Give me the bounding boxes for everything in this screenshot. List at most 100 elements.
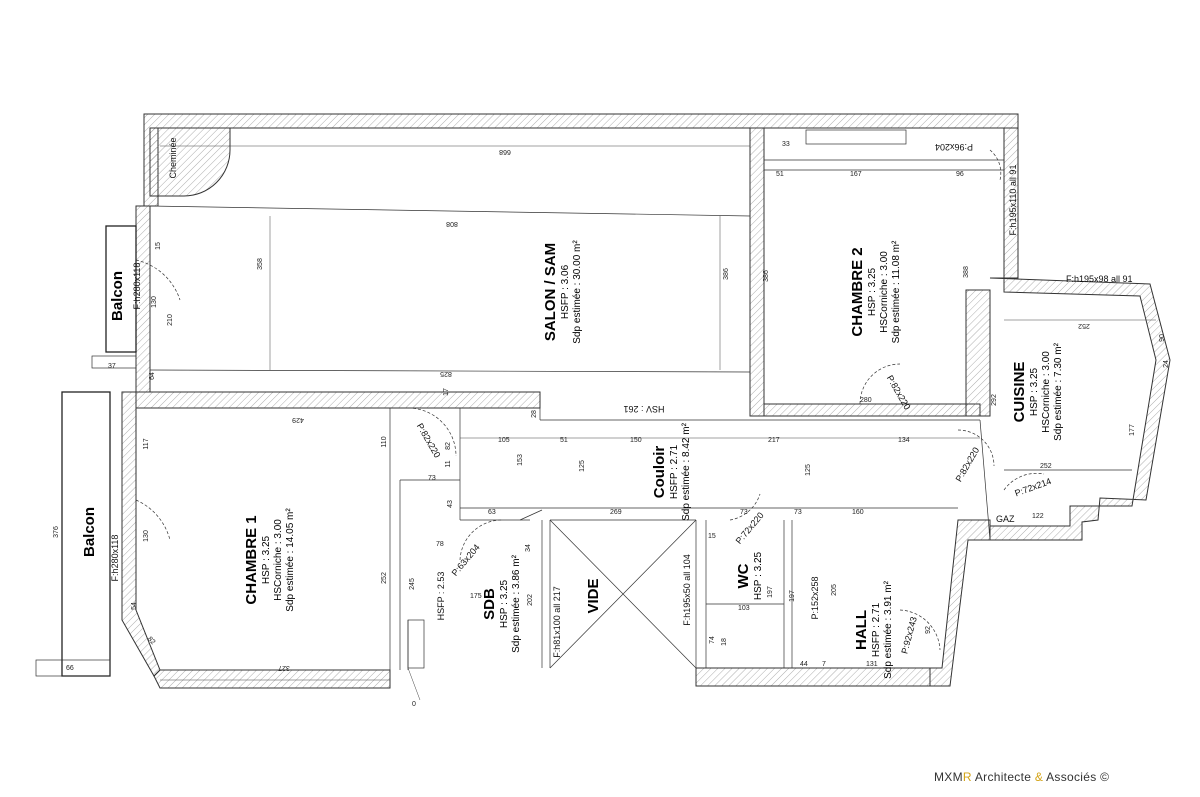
room-hsp: HSFP : 2.71 — [669, 444, 680, 499]
dim: 117 — [143, 438, 150, 449]
brand-signature: MXMR Architecte & Associés © — [934, 770, 1109, 784]
dim: 269 — [610, 509, 622, 516]
dim: 668 — [499, 148, 511, 155]
dim: 167 — [850, 171, 862, 178]
room-hsp: HSP : 3.25 — [1029, 367, 1040, 416]
balcony-bottom-label: Balcon — [81, 507, 98, 557]
room-name: SDB — [481, 588, 498, 620]
dim: 217 — [768, 437, 780, 444]
room-hsc: HSCorniche : 3.00 — [273, 519, 284, 601]
room-hsp: HSP : 3.25 — [753, 551, 764, 600]
window-cuisine: F:h195x98 all 91 — [1066, 274, 1133, 284]
dim: 18 — [721, 638, 728, 646]
balcony-bottom — [35, 391, 111, 677]
dim: 11 — [445, 460, 452, 467]
dim: 74 — [709, 636, 716, 644]
dim: 131 — [866, 661, 878, 668]
room-name: CHAMBRE 1 — [243, 515, 260, 604]
dim: 64 — [149, 372, 156, 380]
dim: 7 — [822, 661, 826, 668]
brand-ampersand: & — [1034, 770, 1044, 784]
dim: 34 — [525, 544, 532, 552]
door-cuisine-2: P:72x214 — [1013, 476, 1052, 498]
door-entry: P:92x243 — [899, 616, 919, 655]
dim: 73 — [740, 509, 748, 516]
room-cuisine: CUISINE HSP : 3.25 HSCorniche : 3.00 Sdp… — [1011, 342, 1064, 440]
room-name: WC — [735, 563, 752, 588]
dim: 54 — [131, 602, 138, 610]
room-sdp: Sdp estimée : 3.86 m² — [511, 554, 522, 652]
dim: 153 — [517, 454, 524, 466]
dim: 28 — [531, 410, 538, 418]
dim: 130 — [151, 296, 158, 308]
brand-part: MXM — [934, 770, 963, 784]
partitions — [149, 129, 1132, 670]
door-chambre-2-top: P:96x204 — [935, 142, 973, 152]
room-chambre-2: CHAMBRE 2 HSP : 3.25 HSCorniche : 3.00 S… — [849, 240, 902, 343]
dim: 160 — [852, 509, 864, 516]
balcony-top — [91, 225, 137, 369]
room-sdp: Sdp estimée : 7.30 m² — [1053, 342, 1064, 440]
dim: 245 — [409, 578, 416, 590]
room-wc: WC HSP : 3.25 — [735, 551, 764, 600]
dim: 92 — [925, 626, 932, 634]
dim: 51 — [560, 437, 568, 444]
dim: 73 — [794, 509, 802, 516]
dim: 43 — [447, 500, 454, 508]
dim: 96 — [956, 171, 964, 178]
room-hsp: HSP : 3.25 — [867, 267, 878, 316]
dim: 252 — [1040, 463, 1052, 470]
dim: 73 — [428, 475, 436, 482]
window-chambre-2: F:h195x110 all 91 — [1008, 165, 1018, 236]
room-name: HALL — [853, 610, 870, 650]
room-sdp: Sdp estimée : 8.42 m² — [681, 422, 692, 520]
dim: 15 — [155, 242, 162, 250]
room-sdb: SDB HSP : 3.25 Sdp estimée : 3.86 m² — [481, 554, 522, 652]
dim: 15 — [708, 533, 716, 540]
dim: 105 — [498, 437, 510, 444]
room-sdp: Sdp estimée : 11.08 m² — [891, 240, 902, 343]
dim: 292 — [991, 394, 998, 406]
room-sdp: Sdp estimée : 14.05 m² — [285, 508, 296, 612]
dim: 358 — [257, 258, 264, 270]
room-name: CHAMBRE 2 — [849, 247, 866, 336]
dim: 150 — [630, 437, 642, 444]
dim: 0 — [412, 701, 416, 708]
room-hsp: HSP : 3.25 — [261, 535, 272, 584]
room-sdp: Sdp estimée : 3.91 m² — [883, 580, 894, 678]
dim: 90 — [1159, 334, 1166, 342]
door-chambre-1: P:82x220 — [415, 422, 443, 460]
dim: 327 — [278, 664, 290, 671]
dim: 177 — [1129, 424, 1136, 436]
dim: 37 — [108, 363, 116, 370]
brand-part-accent: R — [962, 770, 972, 784]
dim: 386 — [763, 270, 770, 282]
dim: 24 — [1163, 360, 1170, 368]
dim: 122 — [1032, 513, 1044, 520]
room-hsp: HSFP : 2.71 — [871, 602, 882, 657]
dim: 103 — [738, 605, 750, 612]
dim: 175 — [470, 593, 482, 600]
room-name: SALON / SAM — [542, 243, 559, 341]
dim: 202 — [527, 594, 534, 606]
brand-part: Associés © — [1043, 770, 1110, 784]
dim: 51 — [776, 171, 784, 178]
exterior-walls — [121, 113, 1171, 689]
brand-part: Architecte — [971, 770, 1035, 784]
window-balcony-bottom: F:h280x118 — [110, 535, 120, 582]
dim: 63 — [488, 509, 496, 516]
dim: 386 — [723, 268, 730, 280]
window-balcony-top: F:h280x118 — [132, 263, 142, 310]
room-hsp: HSP : 3.25 — [499, 579, 510, 628]
dim: 134 — [898, 437, 910, 444]
dim: 429 — [292, 416, 304, 423]
dim: 280 — [860, 397, 872, 404]
dim: 125 — [805, 464, 812, 476]
dim: 82 — [445, 442, 452, 450]
dim: 44 — [800, 661, 808, 668]
vide-label: VIDE — [585, 578, 602, 613]
window-wc: F:h195x50 all 104 — [682, 554, 692, 626]
door-wc: P:72x220 — [734, 510, 766, 546]
dim: 110 — [381, 436, 388, 447]
